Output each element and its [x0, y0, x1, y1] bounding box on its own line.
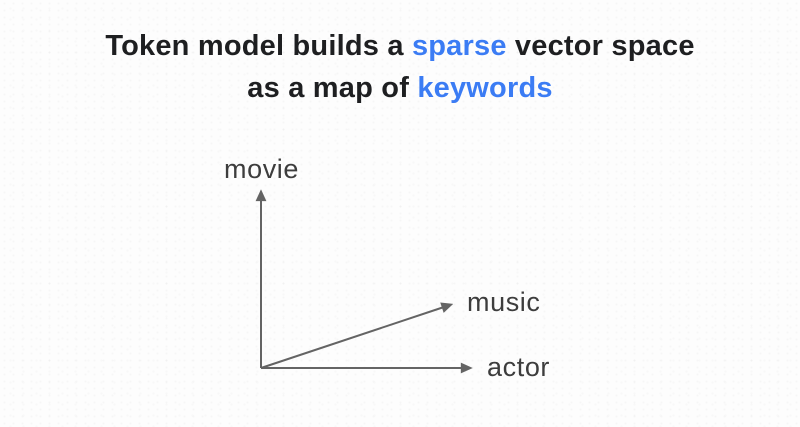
- music-vector-arrow: [260, 302, 454, 369]
- axis-label-actor: actor: [487, 352, 551, 382]
- title-accent-keywords: keywords: [417, 72, 553, 104]
- title-accent-sparse: sparse: [411, 30, 507, 62]
- axis-label-music: music: [467, 287, 541, 317]
- title-text-segment: vector space: [506, 30, 695, 62]
- axis-label-movie: movie: [224, 154, 300, 184]
- title-text-segment: as a map of: [247, 72, 418, 104]
- title-line-1: Token model builds a sparse vector space: [0, 25, 800, 67]
- title-line-2: as a map of keywords: [0, 67, 800, 109]
- slide-title: Token model builds a sparse vector space…: [0, 25, 800, 109]
- title-text-segment: Token model builds a: [105, 30, 412, 62]
